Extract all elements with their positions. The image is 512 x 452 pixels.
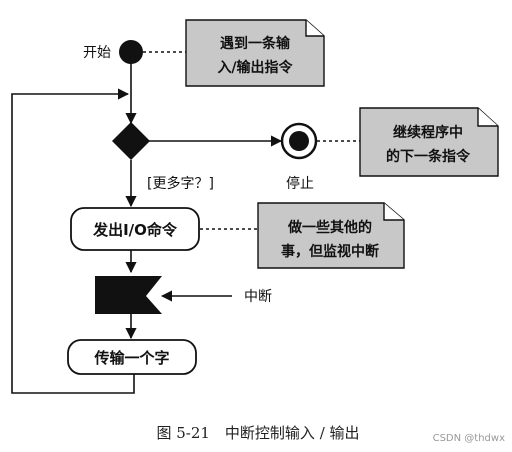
io-command-action [70,207,200,251]
io-note-line-2: 事，但监视中断 [281,243,379,260]
interrupt-event-node [95,276,162,314]
stop-label: 停止 [286,175,314,192]
transfer-word-action [67,339,197,375]
stop-note-line-2: 的下一条指令 [386,148,471,165]
start-node [119,40,143,64]
stop-note-line-1: 继续程序中 [393,124,463,141]
watermark: CSDN @thdwx [433,433,505,444]
start-note: 遇到一条输 入/输出指令 [185,19,325,87]
start-label: 开始 [83,45,111,61]
start-note-line-1: 遇到一条输 [220,35,291,52]
stop-note: 继续程序中 的下一条指令 [359,107,499,177]
io-note: 做一些其他的 事，但监视中断 [257,202,405,269]
loop-back-flow [11,88,135,394]
decision-node [112,122,150,160]
io-note-line-1: 做一些其他的 [287,219,372,236]
io-command-label: 发出I/O命令 [92,221,178,239]
start-note-line-2: 入/输出指令 [217,59,293,76]
transfer-word-label: 传输一个字 [93,349,169,367]
interrupt-label: 中断 [244,289,272,305]
stop-node-inner [289,131,309,151]
figure-caption: 图 5-21 中断控制输入 / 输出 [156,424,359,442]
guard-label: [更多字？] [147,175,214,192]
